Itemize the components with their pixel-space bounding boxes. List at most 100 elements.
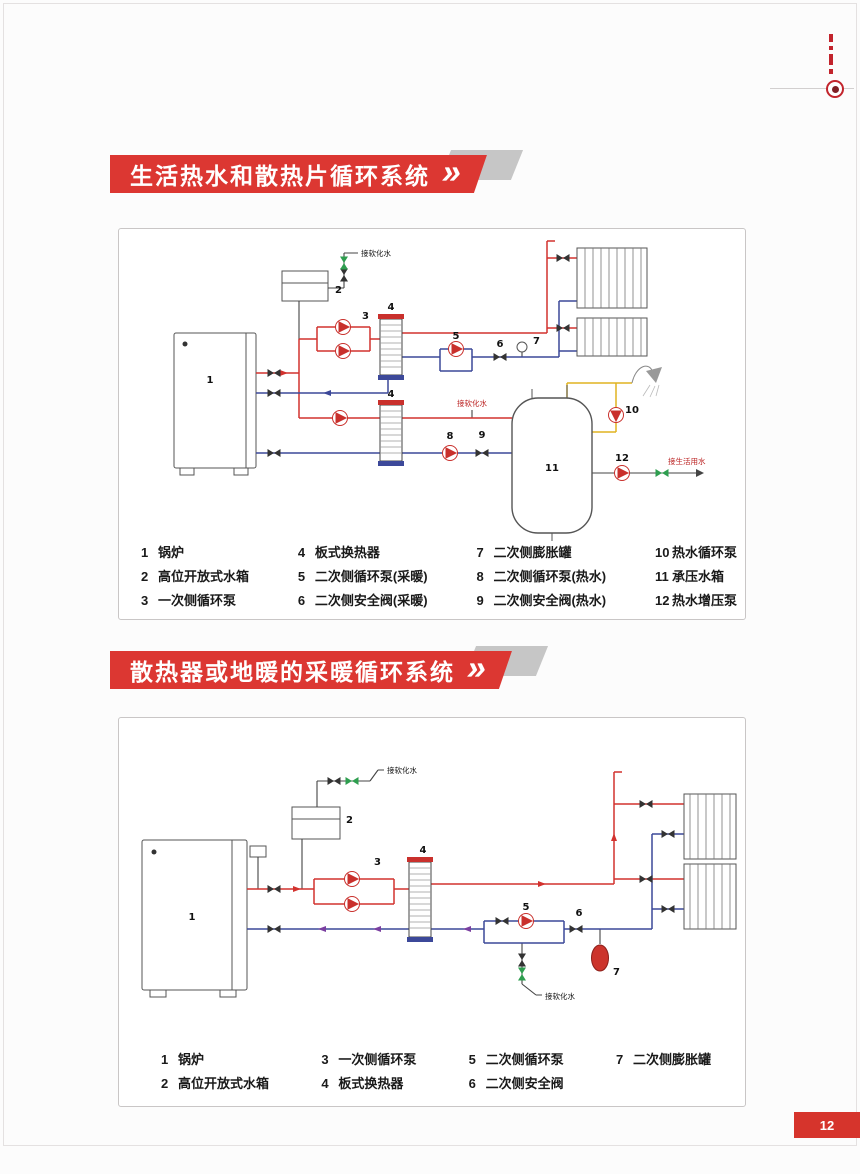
legend-label: 二次侧循环泵 bbox=[485, 1052, 564, 1067]
flow-arrow bbox=[611, 833, 617, 841]
annotation-soft-water-bottom: 接软化水 bbox=[545, 991, 575, 1001]
legend-num: 7 bbox=[615, 1052, 624, 1067]
component-label-10: 10 bbox=[625, 405, 639, 416]
boiler bbox=[173, 332, 257, 476]
legend-num: 4 bbox=[321, 1076, 329, 1091]
legend-column: 3 一次侧循环泵 4 板式换热器 bbox=[321, 1049, 416, 1092]
double-chevron-icon: » bbox=[463, 648, 491, 687]
legend-num: 4 bbox=[297, 545, 306, 560]
legend-label: 锅炉 bbox=[158, 545, 185, 560]
pump-icon bbox=[344, 871, 360, 887]
open-water-tank bbox=[281, 270, 329, 302]
legend-num: 3 bbox=[321, 1052, 329, 1067]
plate-heat-exchanger-1 bbox=[378, 314, 404, 380]
expansion-tank-icon bbox=[591, 944, 609, 972]
legend-num: 3 bbox=[141, 593, 149, 608]
component-label-4a: 4 bbox=[388, 302, 395, 313]
valve-icon bbox=[267, 925, 281, 933]
legend-label: 承压水箱 bbox=[671, 569, 724, 584]
expansion-tank-icon bbox=[516, 341, 528, 353]
pump-icon bbox=[344, 896, 360, 912]
component-label-7: 7 bbox=[613, 967, 620, 978]
radiator-2 bbox=[683, 863, 737, 930]
pump-icon bbox=[332, 410, 348, 426]
valve-icon bbox=[661, 830, 675, 838]
legend-item: 9 二次侧安全阀(热水) bbox=[476, 590, 606, 609]
annotation-soft-water: 接软化水 bbox=[387, 765, 417, 775]
valve-icon bbox=[267, 885, 281, 893]
system-diagram-2: 1 2 3 4 5 6 7 接软化水 接软化水 bbox=[141, 765, 737, 1001]
legend-label: 热水增压泵 bbox=[671, 593, 737, 608]
legend-label: 二次侧循环泵(热水) bbox=[493, 569, 607, 584]
pump-icon bbox=[335, 343, 351, 359]
legend-label: 一次侧循环泵 bbox=[158, 593, 237, 608]
annotation-soft-water: 接软化水 bbox=[361, 248, 391, 258]
legend-label: 二次侧安全阀(采暖) bbox=[314, 593, 428, 608]
valve-icon bbox=[267, 389, 281, 397]
flow-arrow bbox=[293, 886, 301, 892]
component-label-3: 3 bbox=[362, 311, 369, 322]
flow-arrow bbox=[373, 926, 381, 932]
legend-num: 8 bbox=[476, 569, 484, 584]
valve-icon bbox=[518, 953, 526, 967]
pump-icon bbox=[518, 913, 534, 929]
banner-bar: 生活热水和散热片循环系统 » bbox=[110, 155, 487, 193]
banner-bar: 散热器或地暖的采暖循环系统 » bbox=[110, 651, 512, 689]
pump-icon bbox=[608, 407, 624, 423]
safety-valve-icon bbox=[475, 449, 489, 457]
page-border bbox=[3, 3, 857, 1146]
flow-arrow bbox=[318, 926, 326, 932]
legend-label: 板式换热器 bbox=[338, 1076, 404, 1091]
dash-icon bbox=[829, 69, 833, 74]
green-valve-icon bbox=[345, 777, 359, 785]
diagram-panel-1: 1 2 3 4 4 5 6 7 8 9 10 11 12 接软化水 接软化水 接… bbox=[118, 228, 746, 620]
section-banner-1: 生活热水和散热片循环系统 » bbox=[110, 150, 523, 193]
legend-label: 热水循环泵 bbox=[671, 545, 737, 560]
legend-label: 二次侧安全阀(热水) bbox=[493, 593, 607, 608]
header-divider-line bbox=[770, 88, 854, 89]
pump-icon bbox=[442, 445, 458, 461]
system-diagram-1: 1 2 3 4 4 5 6 7 8 9 10 11 12 接软化水 接软化水 接… bbox=[173, 240, 706, 541]
flow-arrow bbox=[323, 390, 331, 396]
legend-item: 3 一次侧循环泵 bbox=[141, 590, 249, 609]
legend-item: 4 板式换热器 bbox=[321, 1073, 416, 1092]
component-label-1: 1 bbox=[189, 912, 196, 923]
legend-label: 二次侧循环泵(采暖) bbox=[314, 569, 428, 584]
component-label-1: 1 bbox=[207, 375, 214, 386]
annotation-soft-water-mid: 接软化水 bbox=[457, 398, 487, 408]
component-label-11: 11 bbox=[545, 463, 559, 474]
boiler bbox=[141, 839, 267, 998]
red-dash-decor bbox=[829, 34, 833, 74]
legend-num: 5 bbox=[297, 569, 306, 584]
plate-heat-exchanger-2 bbox=[378, 400, 404, 466]
component-label-6: 6 bbox=[497, 339, 504, 350]
safety-valve-icon bbox=[569, 925, 583, 933]
legend-label: 二次侧安全阀 bbox=[485, 1076, 564, 1091]
legend-label: 板式换热器 bbox=[314, 545, 380, 560]
annotation-domestic-water: 接生活用水 bbox=[668, 456, 706, 466]
valve-icon bbox=[327, 777, 341, 785]
component-label-2: 2 bbox=[346, 815, 353, 826]
legend-num: 7 bbox=[476, 545, 484, 560]
legend-item: 8 二次侧循环泵(热水) bbox=[476, 566, 606, 585]
section-title-2: 散热器或地暖的采暖循环系统 bbox=[130, 659, 455, 685]
component-label-6: 6 bbox=[576, 908, 583, 919]
plate-heat-exchanger bbox=[407, 857, 433, 942]
legend-num: 9 bbox=[476, 593, 484, 608]
component-label-2: 2 bbox=[335, 285, 342, 296]
legend-label: 一次侧循环泵 bbox=[338, 1052, 417, 1067]
dash-icon bbox=[829, 54, 833, 65]
page-number-badge: 12 bbox=[794, 1112, 860, 1138]
